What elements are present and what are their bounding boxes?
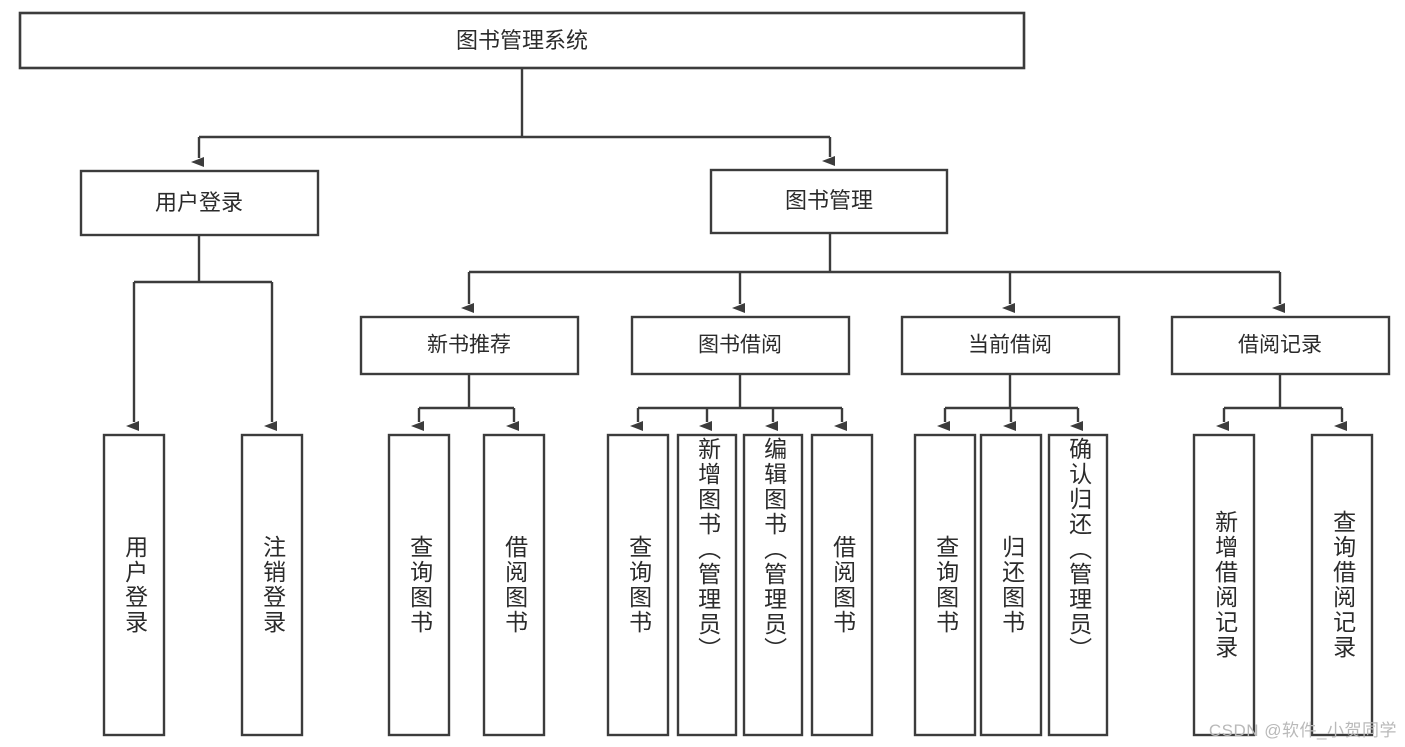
leaf-logout-login-box[interactable] [240, 433, 304, 737]
node-borrow-record[interactable]: 借阅记录 [1170, 315, 1391, 376]
node-user-login[interactable]: 用户登录 [79, 169, 320, 237]
node-new-book-recommend-label: 新书推荐 [427, 334, 511, 357]
watermark: CSDN @软件_小贺同学 [1208, 721, 1397, 740]
node-new-book-recommend-box[interactable] [359, 315, 580, 376]
node-book-manage-box[interactable] [709, 168, 949, 235]
node-user-login-box[interactable] [79, 169, 320, 237]
connector-group-current-borrow [937, 374, 1083, 431]
node-book-borrow-box[interactable] [630, 315, 851, 376]
leaf-return-book-box[interactable] [979, 433, 1043, 737]
leaf-boxes [102, 433, 1374, 737]
leaf-query-book-2-box[interactable] [606, 433, 670, 737]
connector-group-root [191, 68, 835, 167]
leaf-confirm-return-box[interactable] [1047, 433, 1109, 737]
node-book-borrow[interactable]: 图书借阅 [630, 315, 851, 376]
node-current-borrow[interactable]: 当前借阅 [900, 315, 1121, 376]
node-book-manage[interactable]: 图书管理 [709, 168, 949, 235]
node-book-borrow-label: 图书借阅 [698, 334, 782, 357]
node-borrow-record-label: 借阅记录 [1238, 334, 1322, 357]
connector-group-book-manage [461, 233, 1285, 313]
leaf-query-book-1-box[interactable] [387, 433, 451, 737]
node-current-borrow-label: 当前借阅 [968, 334, 1052, 357]
node-root[interactable]: 图书管理系统 [18, 11, 1026, 70]
node-root-box[interactable] [18, 11, 1026, 70]
connector-group-book-borrow [630, 374, 847, 431]
connector-group-new-book-recommend [411, 374, 519, 431]
node-root-label: 图书管理系统 [456, 28, 588, 53]
leaf-query-record-box[interactable] [1310, 433, 1374, 737]
leaf-borrow-book-1-box[interactable] [482, 433, 546, 737]
connector-group-user-login [126, 235, 277, 431]
node-user-login-label: 用户登录 [155, 190, 243, 215]
leaf-borrow-book-2-box[interactable] [810, 433, 874, 737]
leaf-user-login-box[interactable] [102, 433, 166, 737]
node-current-borrow-box[interactable] [900, 315, 1121, 376]
leaf-add-book-box[interactable] [676, 433, 738, 737]
node-new-book-recommend[interactable]: 新书推荐 [359, 315, 580, 376]
node-book-manage-label: 图书管理 [785, 188, 873, 213]
leaf-add-record-box[interactable] [1192, 433, 1256, 737]
node-borrow-record-box[interactable] [1170, 315, 1391, 376]
leaf-edit-book-box[interactable] [742, 433, 804, 737]
leaf-query-book-3-box[interactable] [913, 433, 977, 737]
connector-group-borrow-record [1216, 374, 1347, 431]
